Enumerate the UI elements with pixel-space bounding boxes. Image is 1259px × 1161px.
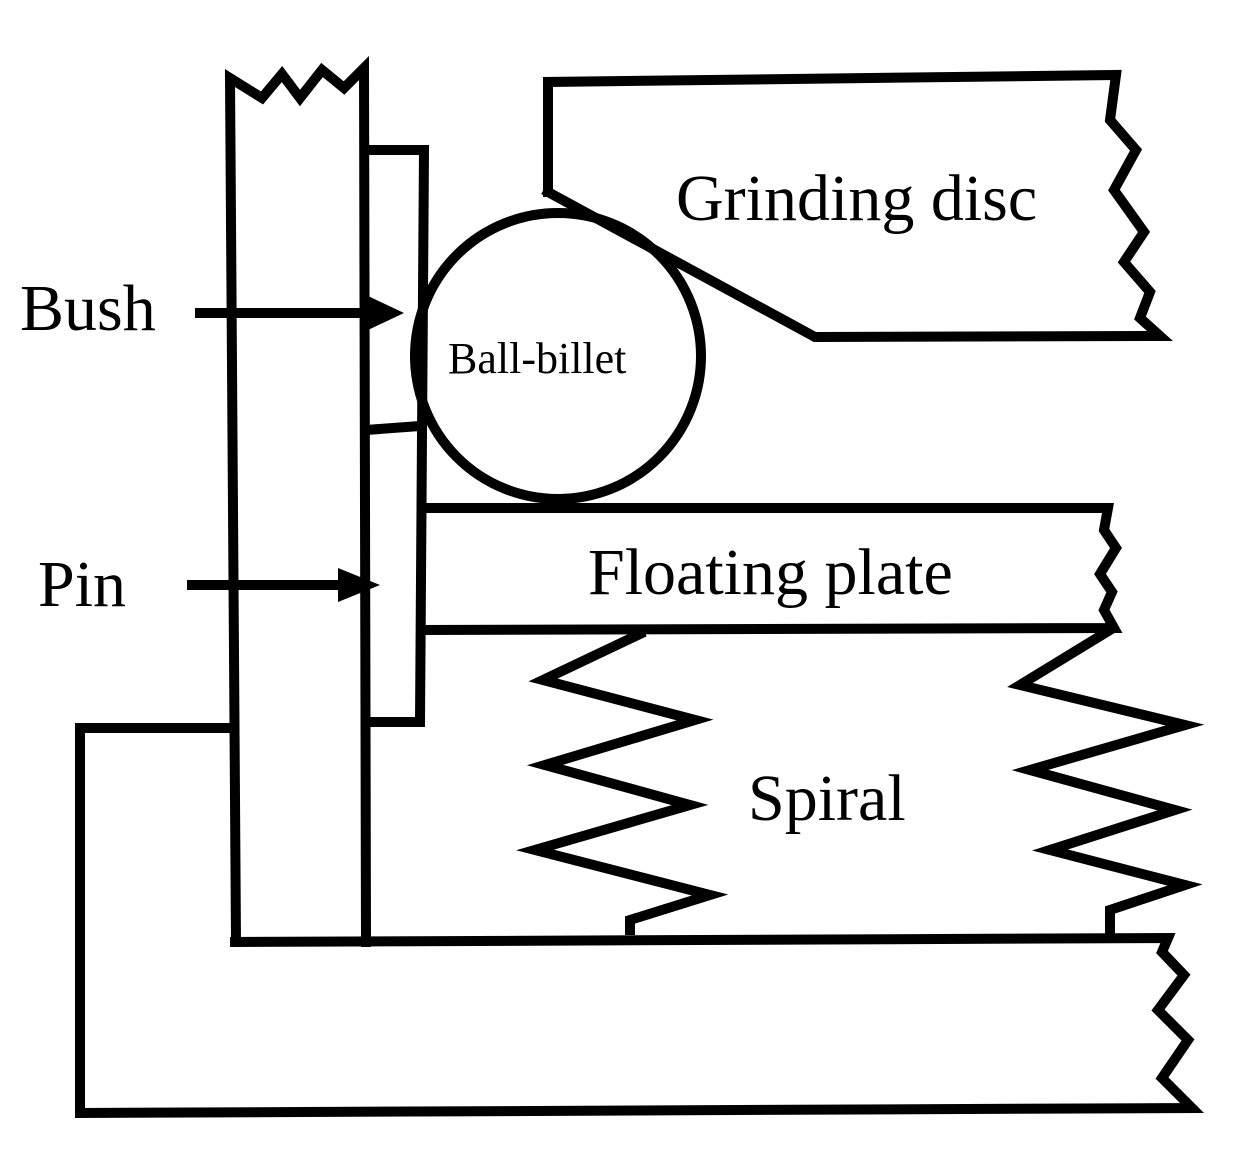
label-pin: Pin: [38, 548, 126, 621]
ball-billet: [410, 208, 706, 504]
bush-arrow: [195, 296, 404, 330]
base-frame: [75, 723, 1205, 1119]
bush-sleeve: [360, 145, 430, 727]
label-spiral: Spiral: [748, 762, 906, 835]
label-grinding-disc: Grinding disc: [676, 162, 1037, 235]
pin-arrow: [187, 568, 380, 602]
spiral-spring-right: [1007, 623, 1205, 935]
label-ball-billet: Ball-billet: [448, 334, 626, 383]
pin-arrowhead-icon: [338, 568, 380, 602]
spiral-spring-left: [516, 627, 729, 935]
grinding-disc: [541, 69, 1173, 343]
label-bush: Bush: [20, 272, 156, 345]
label-floating-plate: Floating plate: [588, 536, 953, 609]
bush-arrowhead-icon: [368, 296, 404, 330]
floating-plate: [418, 503, 1123, 636]
pin-post: [224, 55, 372, 948]
